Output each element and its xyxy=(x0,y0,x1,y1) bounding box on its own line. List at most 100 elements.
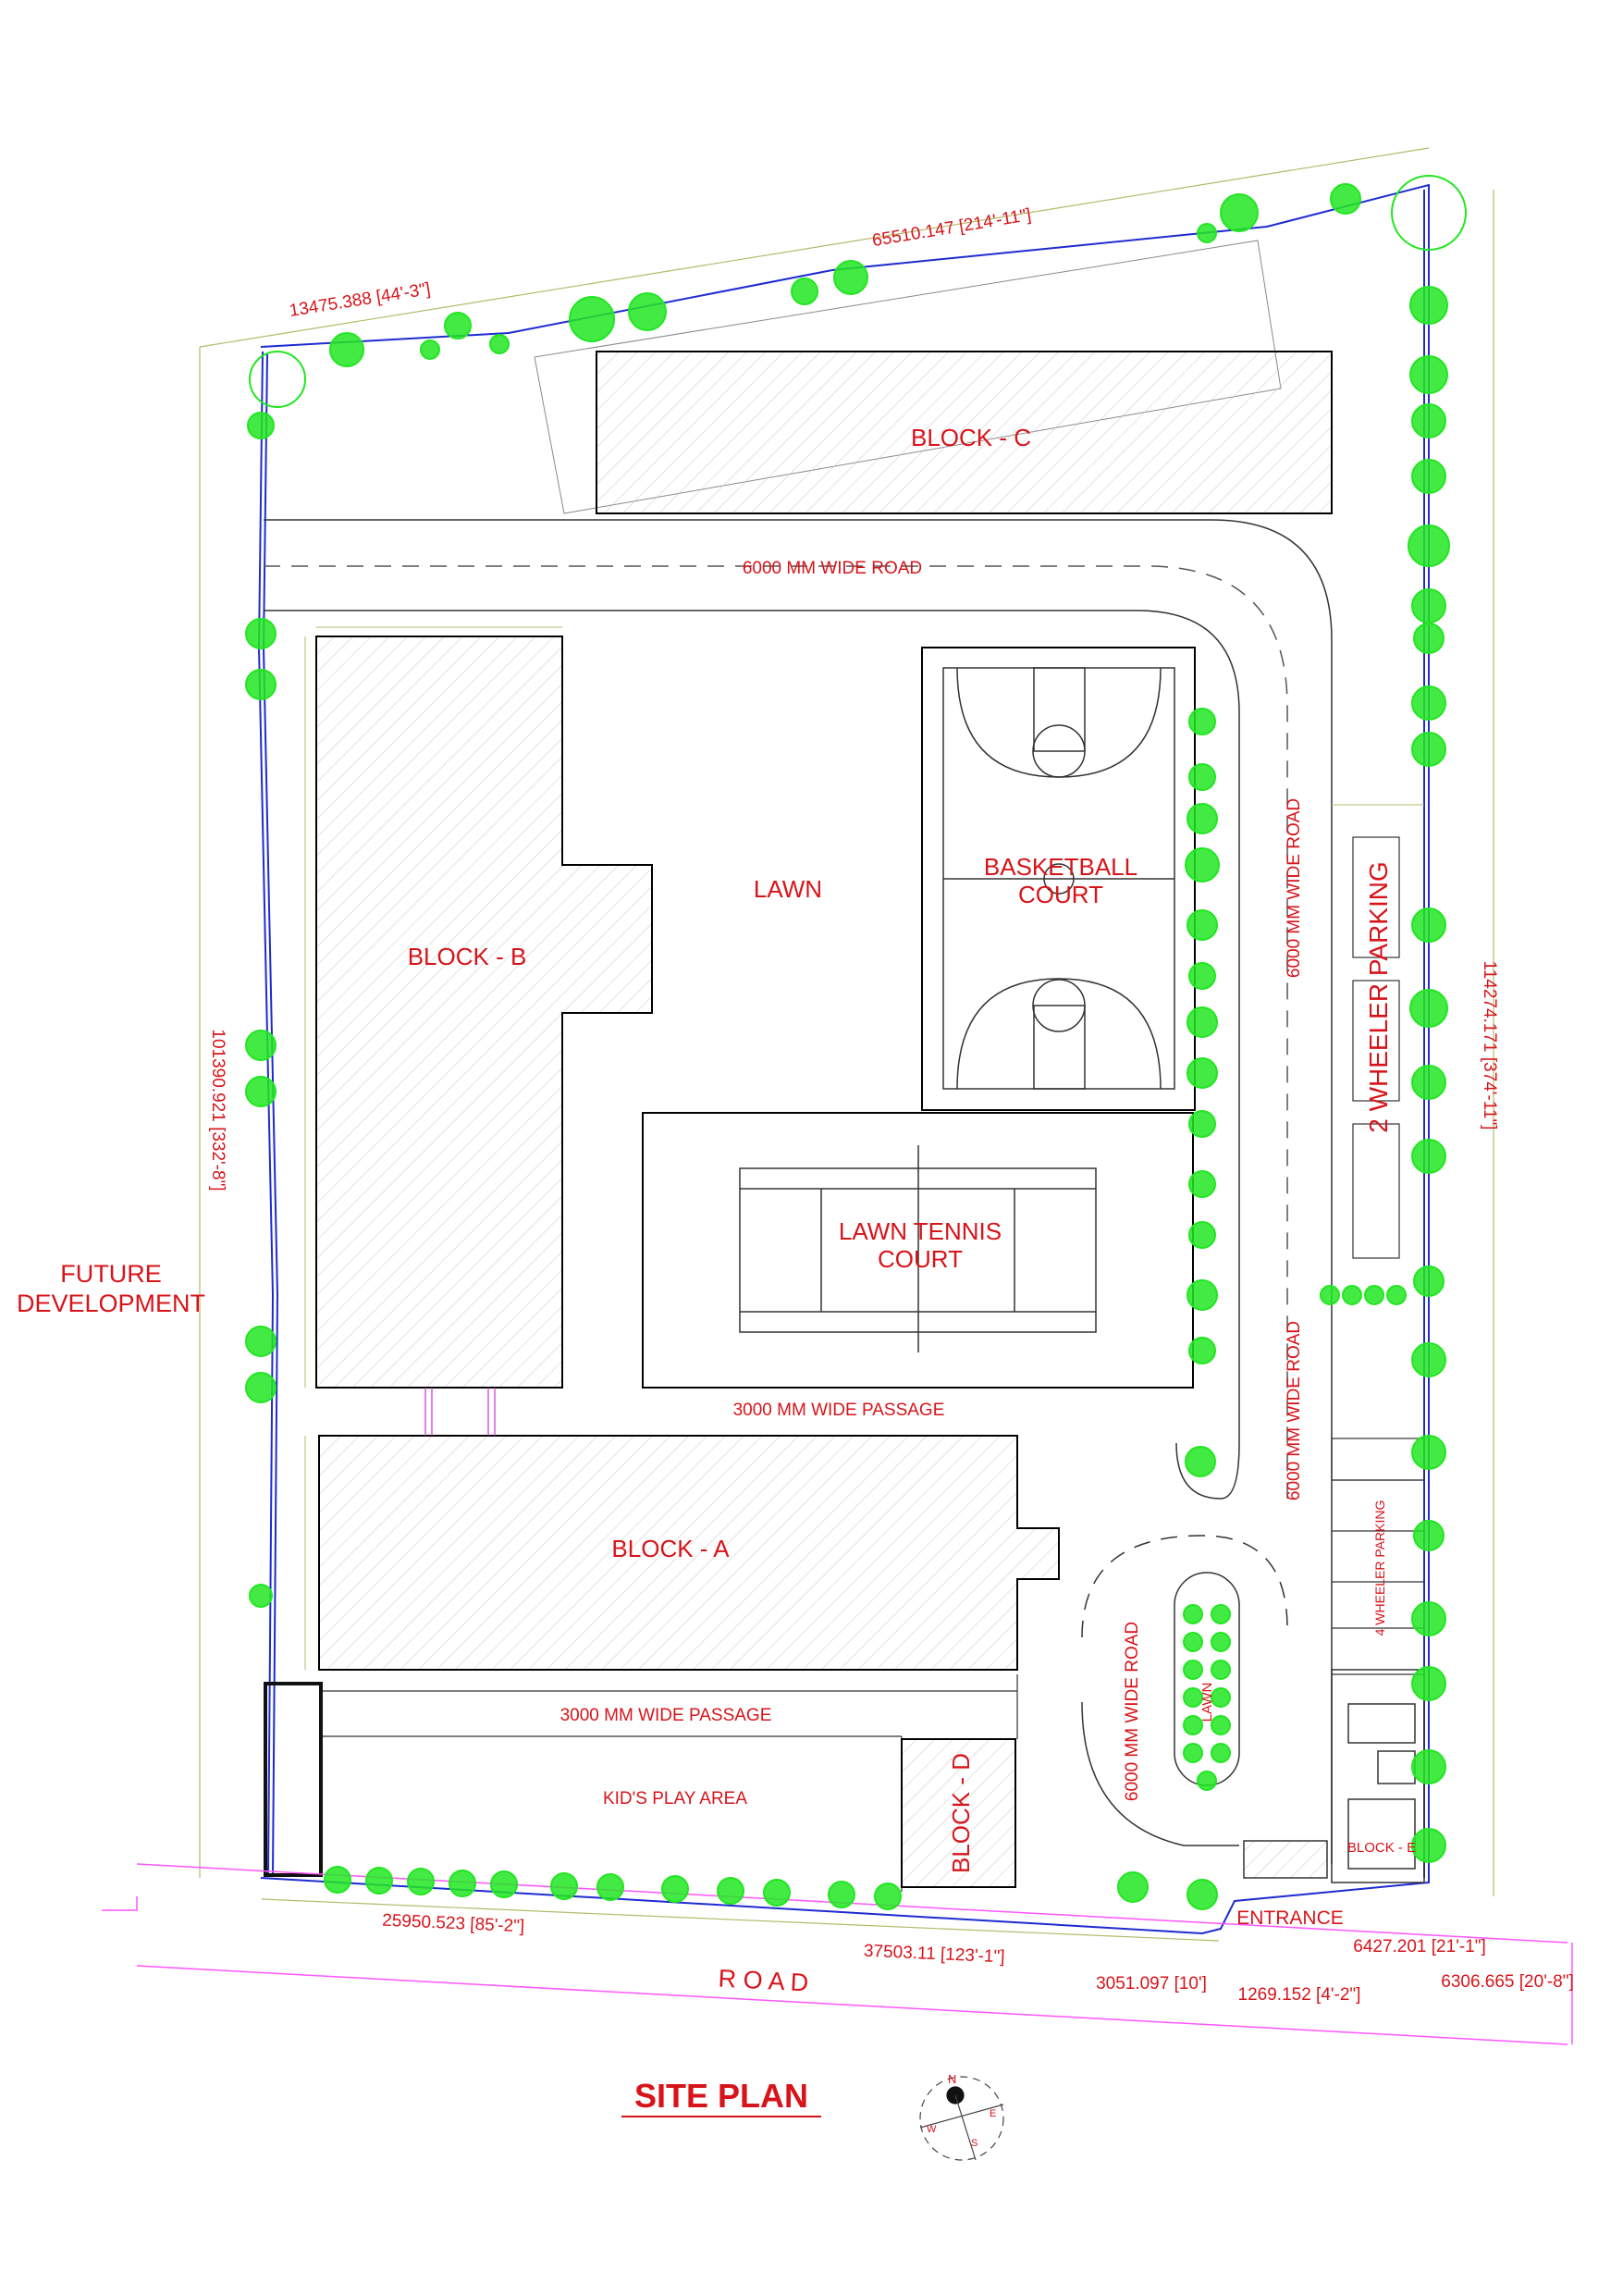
inner-dim-lines xyxy=(304,626,1424,1670)
tree xyxy=(324,1866,351,1894)
label-basketball-1: BASKETBALL xyxy=(984,853,1137,881)
label-block-c: BLOCK - C xyxy=(911,424,1031,451)
tree xyxy=(1411,459,1446,494)
tree xyxy=(1211,1743,1231,1763)
tree xyxy=(791,278,818,305)
dim-bottom-mid: 37503.11 [123'-1"] xyxy=(864,1942,1005,1968)
site-plan-title: SITE PLAN xyxy=(634,2077,808,2115)
tree xyxy=(245,1372,277,1403)
tree xyxy=(661,1875,689,1903)
tree xyxy=(1342,1285,1362,1305)
tree xyxy=(1188,708,1216,735)
dim-bottom-right-1: 6427.201 [21'-1"] xyxy=(1353,1937,1485,1957)
tree xyxy=(1188,962,1216,990)
lawn-tennis-court xyxy=(642,1112,1194,1389)
label-future-1: FUTURE xyxy=(60,1260,162,1288)
site-boundary xyxy=(257,183,1430,1935)
tree xyxy=(1320,1285,1340,1305)
tree xyxy=(1183,1687,1203,1708)
tree xyxy=(1211,1715,1231,1735)
tree xyxy=(407,1868,435,1895)
gate-structure xyxy=(264,1682,323,1877)
label-road: R O A D xyxy=(718,1964,809,1996)
tree xyxy=(1411,1828,1446,1863)
tree xyxy=(1187,1006,1218,1038)
tree xyxy=(444,312,472,339)
dim-top-long: 65510.147 [214'-11"] xyxy=(871,205,1033,251)
label-two-wheeler: 2 WHEELER PARKING xyxy=(1364,861,1393,1133)
tree xyxy=(1411,1342,1446,1377)
tree xyxy=(245,1326,277,1357)
tree xyxy=(329,332,364,367)
tree xyxy=(245,1030,277,1061)
tree xyxy=(1211,1632,1231,1652)
tree xyxy=(1188,763,1216,791)
tree xyxy=(1411,1749,1446,1784)
tree xyxy=(1187,1057,1218,1089)
label-kids-play: KID'S PLAY AREA xyxy=(603,1789,747,1808)
tree xyxy=(1411,588,1446,623)
tree xyxy=(249,1584,273,1608)
tree xyxy=(1187,1879,1218,1910)
tree xyxy=(1386,1285,1407,1305)
compass: N E S W xyxy=(919,2072,1004,2161)
dim-bottom-left: 25950.523 [85'-2"] xyxy=(382,1911,525,1937)
labels: BLOCK - C 6000 MM WIDE ROAD LAWN BLOCK -… xyxy=(17,424,1416,1997)
tree xyxy=(874,1882,902,1910)
label-road-loop: 6000 MM WIDE ROAD xyxy=(1123,1622,1142,1801)
tree xyxy=(1197,223,1217,243)
dim-bottom-gap: 1269.152 [4'-2"] xyxy=(1238,1985,1361,2005)
label-block-e: BLOCK - E xyxy=(1347,1840,1416,1856)
tree xyxy=(1188,1170,1216,1198)
property-outline xyxy=(199,147,1494,1942)
block-a xyxy=(318,1435,1060,1671)
label-basketball-2: COURT xyxy=(1018,881,1103,908)
tree xyxy=(249,351,306,408)
tree xyxy=(1187,803,1218,834)
label-block-b: BLOCK - B xyxy=(408,943,527,970)
top-road xyxy=(264,519,1333,1864)
tree xyxy=(1220,193,1259,232)
tree xyxy=(1411,1139,1446,1174)
tree xyxy=(1411,1065,1446,1100)
tree xyxy=(489,334,510,354)
tree xyxy=(1185,1446,1216,1477)
tree xyxy=(1188,1337,1216,1364)
dim-bottom-right-2: 6306.665 [20'-8"] xyxy=(1441,1972,1573,1992)
tree xyxy=(1183,1604,1203,1624)
label-road-top: 6000 MM WIDE ROAD xyxy=(743,559,922,578)
tree xyxy=(1185,847,1220,883)
label-block-a: BLOCK - A xyxy=(611,1535,730,1562)
tree xyxy=(1411,685,1446,721)
label-passage-upper: 3000 MM WIDE PASSAGE xyxy=(733,1401,945,1420)
tree xyxy=(1183,1632,1203,1652)
tree xyxy=(1211,1660,1231,1680)
tree xyxy=(1187,909,1218,941)
label-block-d: BLOCK - D xyxy=(947,1753,975,1873)
loop-road xyxy=(1081,1442,1288,1846)
tree xyxy=(717,1877,744,1905)
tree xyxy=(247,412,275,439)
compass-n: N xyxy=(948,2072,956,2086)
label-entrance: ENTRANCE xyxy=(1236,1907,1344,1929)
tree xyxy=(1183,1660,1203,1680)
compass-s: S xyxy=(971,2138,977,2149)
tree xyxy=(1413,1520,1445,1551)
tree xyxy=(1330,183,1361,215)
tree xyxy=(1413,623,1445,654)
compass-e: E xyxy=(990,2108,996,2119)
tree xyxy=(1211,1687,1231,1708)
tree xyxy=(1411,1601,1446,1636)
tree xyxy=(1411,403,1446,438)
label-road-right-lower: 6000 MM WIDE ROAD xyxy=(1285,1321,1304,1500)
tree xyxy=(1411,1435,1446,1470)
label-road-right-upper: 6000 MM WIDE ROAD xyxy=(1285,798,1304,978)
tree xyxy=(1411,907,1446,943)
tree xyxy=(1364,1285,1384,1305)
tree xyxy=(1187,1279,1218,1311)
tree xyxy=(1211,1604,1231,1624)
tree xyxy=(1411,1666,1446,1701)
tree xyxy=(1408,525,1450,567)
tree xyxy=(1391,175,1467,251)
